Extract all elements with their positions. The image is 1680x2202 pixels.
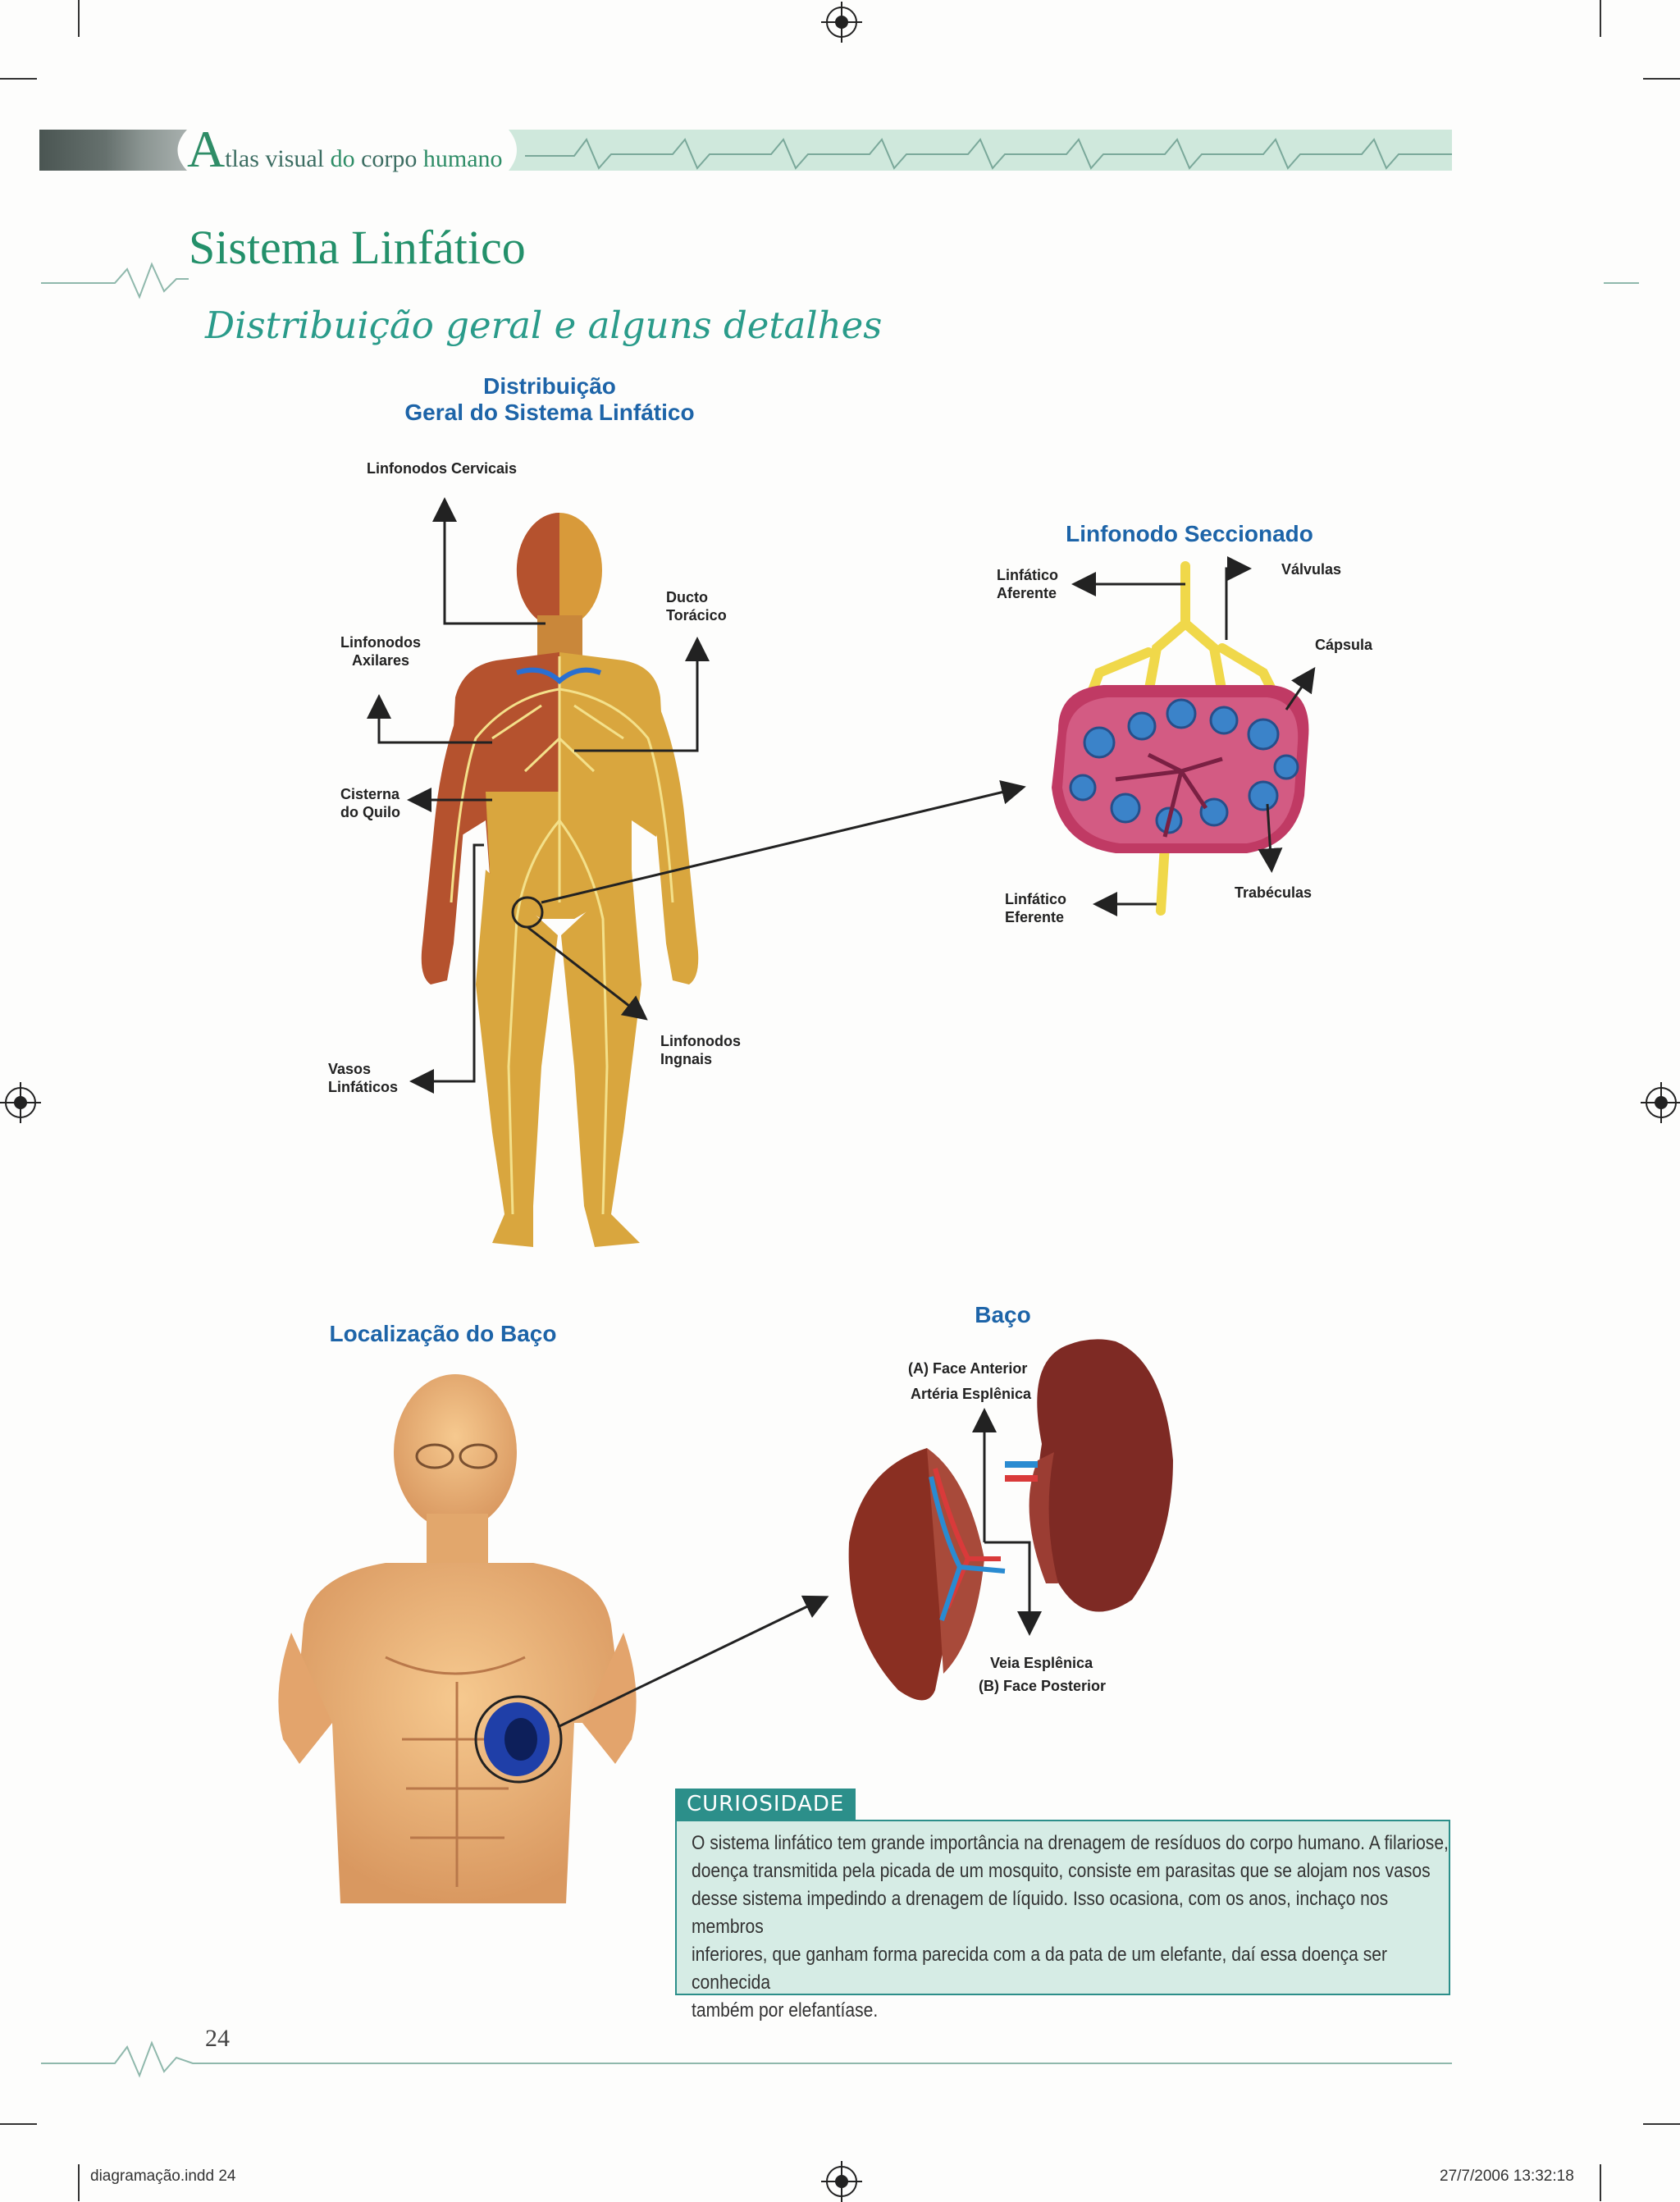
footer-timestamp: 27/7/2006 13:32:18 — [1440, 2168, 1574, 2185]
label-arteria-esplenica: Artéria Esplênica — [911, 1386, 1032, 1402]
torso-illustration — [278, 1374, 829, 1903]
crop-mark — [78, 2164, 80, 2201]
title-wave-icon — [41, 262, 1639, 299]
crop-mark — [0, 78, 37, 80]
spleen-illustration — [848, 1339, 1173, 1701]
registration-mark-icon — [0, 1082, 41, 1123]
label-capsula: Cápsula — [1315, 637, 1373, 653]
footer-filename: diagramação.indd 24 — [90, 2168, 236, 2185]
header-band-green — [509, 130, 1452, 171]
header-wave-icon — [177, 130, 1452, 171]
label-veia-esplenica: Veia Esplênica — [990, 1655, 1093, 1671]
header-title: Atlas visual do corpo humano — [187, 120, 503, 178]
lymph-body-illustration — [367, 497, 1026, 1247]
label-valvulas: Válvulas — [1281, 561, 1342, 578]
label-face-posterior: (B) Face Posterior — [979, 1678, 1107, 1694]
crop-mark — [1643, 2123, 1680, 2125]
label-face-anterior: (A) Face Anterior — [908, 1360, 1028, 1377]
registration-mark-icon — [821, 2161, 862, 2202]
label-linfonodos-cervicais: Linfonodos Cervicais — [367, 460, 518, 477]
crop-mark — [1600, 0, 1601, 37]
torso-figure-title: Localização do Baço — [329, 1321, 557, 1346]
page-subtitle: Distribuição geral e alguns detalhes — [205, 304, 883, 347]
page-number: 24 — [205, 2025, 230, 2052]
lymph-node-illustration — [1052, 556, 1316, 916]
page-title: Sistema Linfático — [189, 221, 526, 274]
label-trabeculas: Trabéculas — [1235, 884, 1312, 901]
crop-mark — [1643, 78, 1680, 80]
curiosidade-tag: CURIOSIDADE — [675, 1789, 856, 1820]
spleen-figure-title: Baço — [975, 1302, 1031, 1327]
crop-mark — [1600, 2164, 1601, 2201]
curiosidade-box: O sistema linfático tem grande importânc… — [675, 1820, 1450, 2022]
registration-mark-icon — [1641, 1082, 1680, 1123]
crop-mark — [78, 0, 80, 37]
header-band-dark — [39, 130, 187, 171]
lymph-figure-title: Distribuição Geral do Sistema Linfático — [404, 373, 695, 425]
footer-wave-icon — [41, 2040, 1452, 2078]
node-figure-title: Linfonodo Seccionado — [1066, 521, 1313, 546]
curiosidade-text: O sistema linfático tem grande importânc… — [692, 1832, 1449, 2022]
registration-mark-icon — [821, 2, 862, 43]
crop-mark — [0, 2123, 37, 2125]
